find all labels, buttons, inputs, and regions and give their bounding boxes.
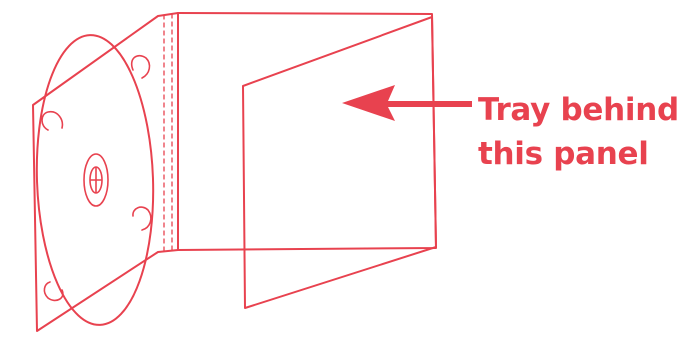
callout-line-2: this panel	[478, 136, 649, 172]
cd-disc	[35, 34, 155, 326]
tray-tab	[130, 54, 151, 79]
left-tray-panel	[32, 12, 179, 332]
middle-panel	[177, 12, 437, 251]
front-panel	[242, 16, 437, 309]
tray-tab	[41, 110, 64, 131]
cd-hub-ring	[89, 166, 103, 194]
cd-hub	[83, 153, 109, 207]
tray-tab	[132, 206, 152, 231]
callout-label: Tray behind this panel	[478, 88, 679, 176]
callout-line-1: Tray behind	[478, 92, 679, 128]
tray-tab	[43, 281, 64, 302]
cd-hub-cross	[90, 167, 102, 193]
arrow-left-icon	[342, 85, 472, 121]
